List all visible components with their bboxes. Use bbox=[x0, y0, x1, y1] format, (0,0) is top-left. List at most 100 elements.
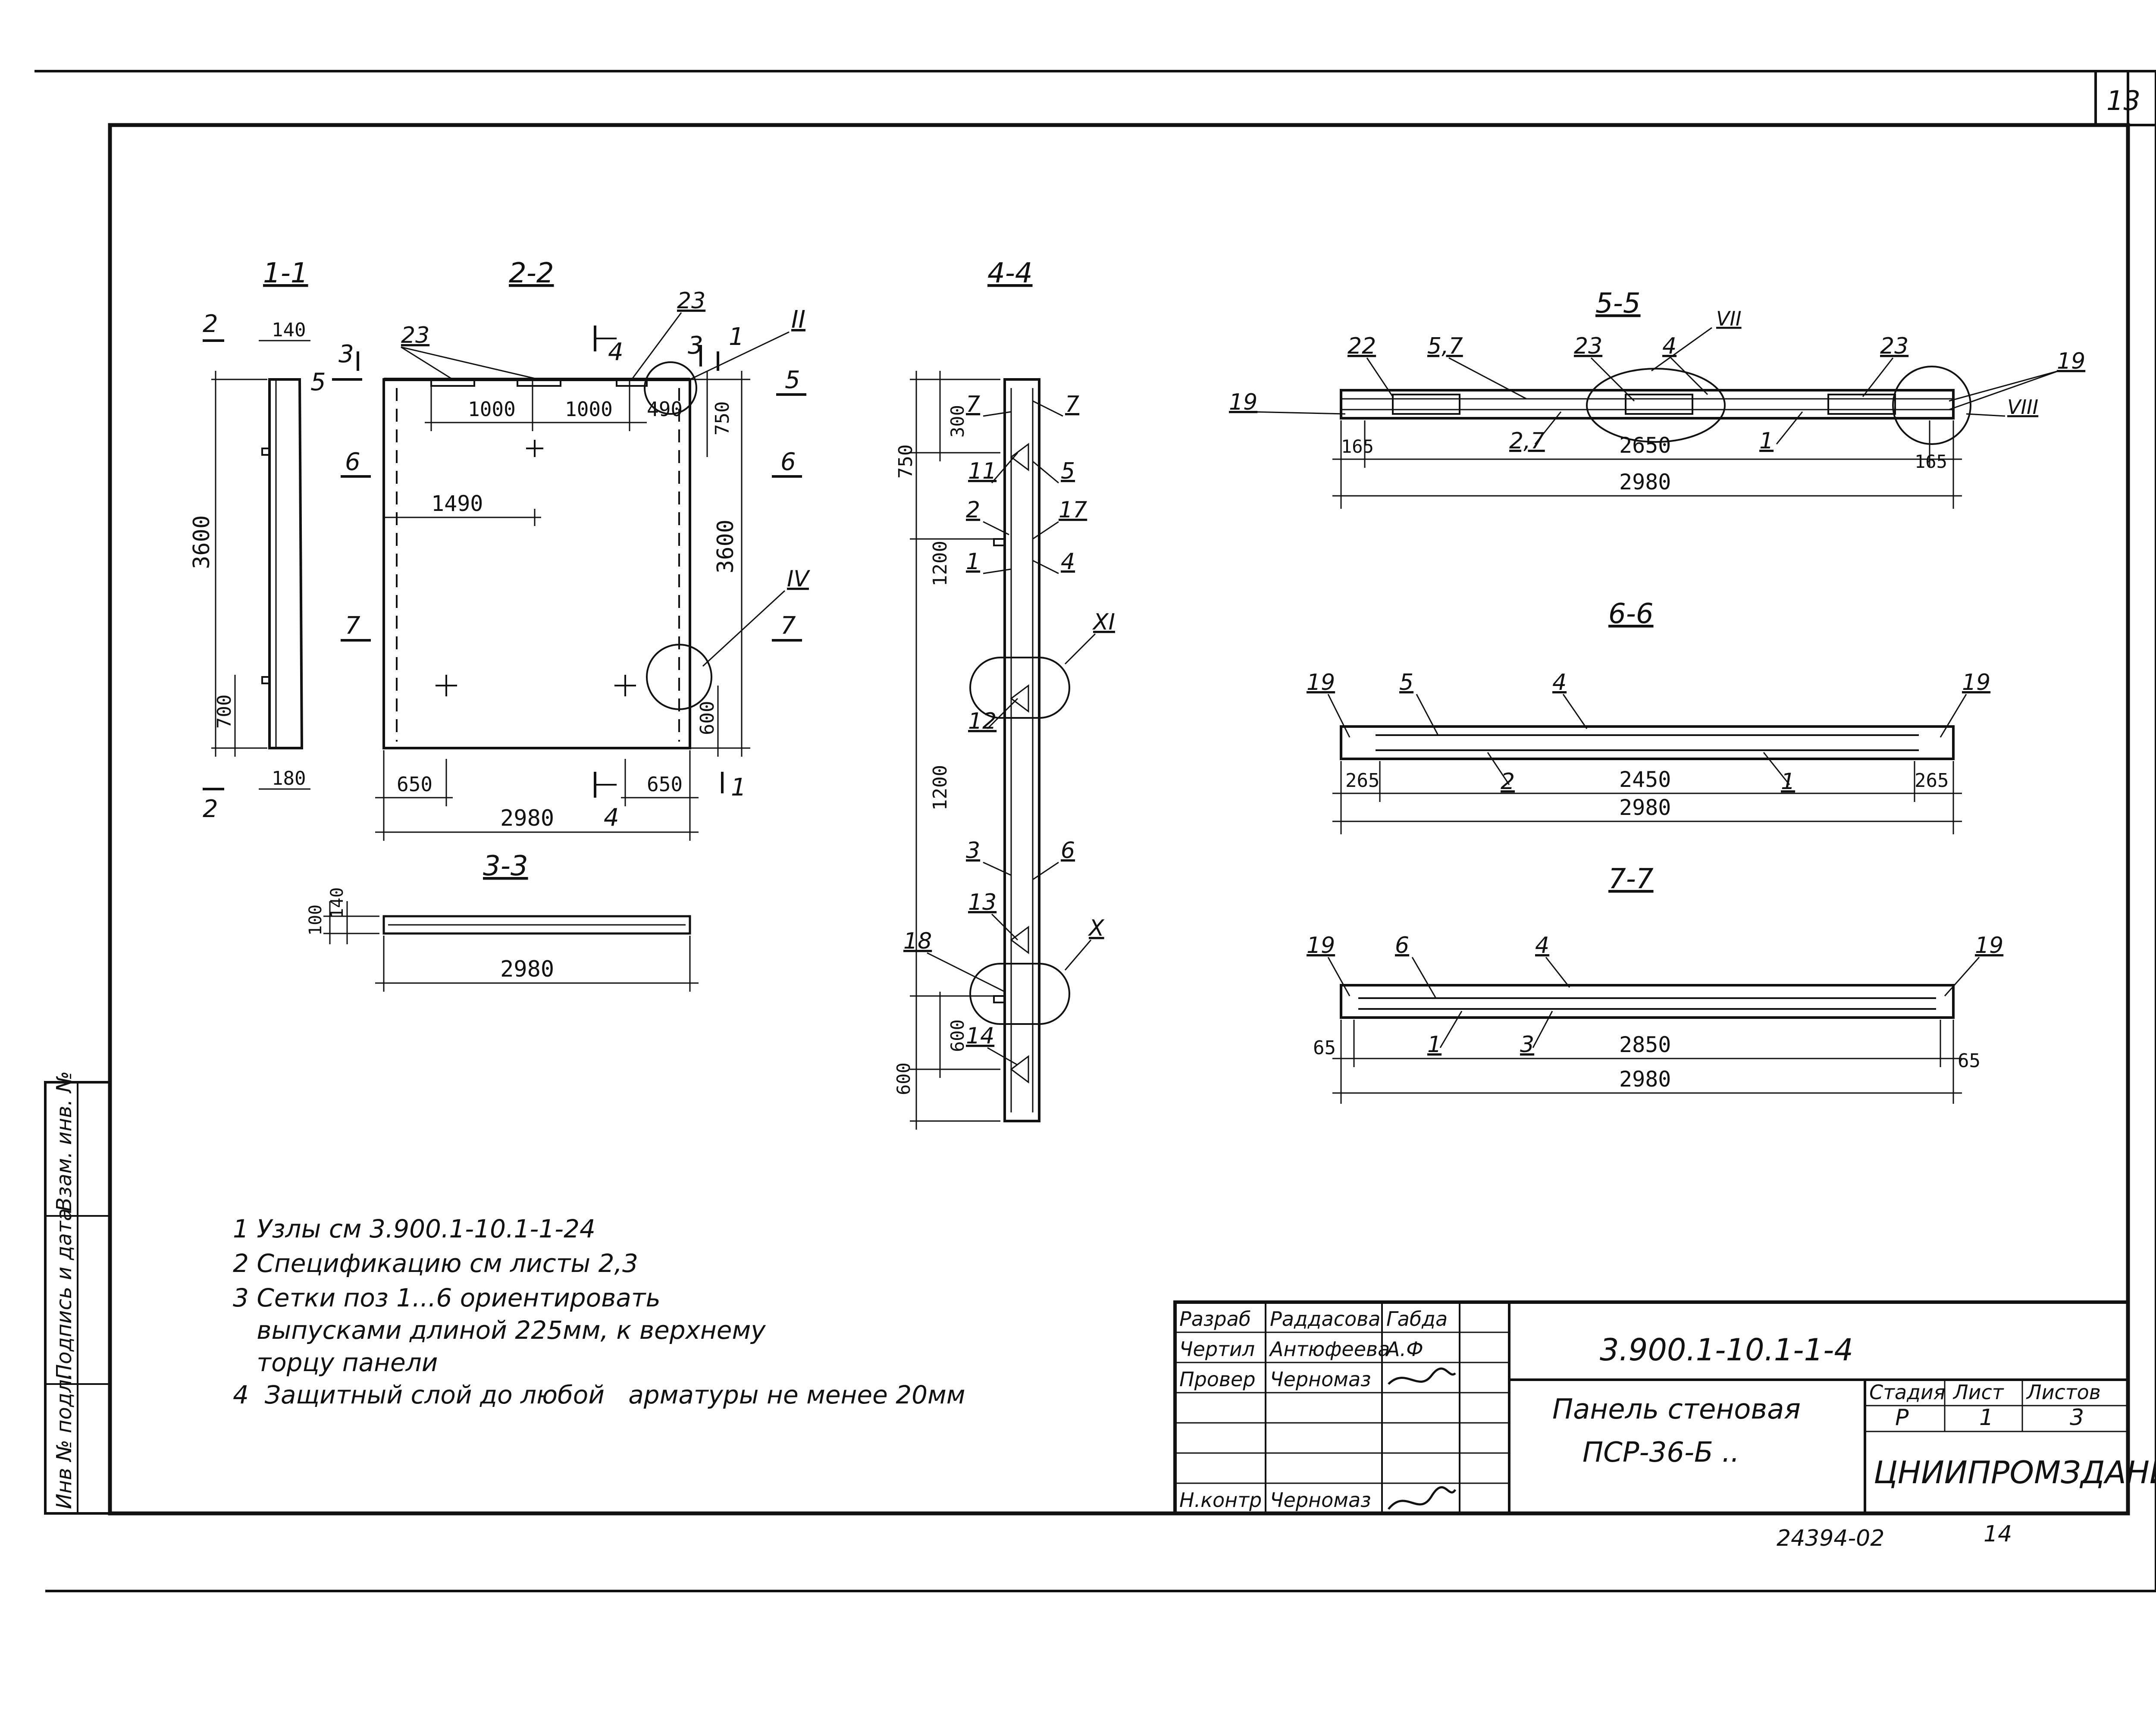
s77-dim-65-right: 65 bbox=[1958, 1050, 1981, 1072]
s44-pos11: 11 bbox=[968, 458, 997, 484]
s44-pos7-left: 7 bbox=[966, 392, 980, 417]
s22-cut1-top-label: 1 bbox=[729, 323, 744, 351]
tb-name: Антюфеева bbox=[1269, 1337, 1390, 1361]
s55-dim-165-left: 165 bbox=[1341, 436, 1374, 457]
s66-pos1: 1 bbox=[1781, 769, 1795, 795]
note-line: 3 Сетки поз 1...6 ориентировать bbox=[233, 1283, 661, 1312]
s22-cut7-left-label: 7 bbox=[345, 612, 360, 640]
section-4-4-title: 4-4 bbox=[987, 257, 1033, 289]
s55-pos23-left: 23 bbox=[1574, 333, 1602, 359]
s55-pos2-7: 2,7 bbox=[1509, 428, 1545, 454]
tb-sheets-header: Листов bbox=[2026, 1381, 2101, 1404]
s77-pos6: 6 bbox=[1395, 933, 1409, 958]
s44-pos4: 4 bbox=[1061, 549, 1075, 575]
s44-pos14: 14 bbox=[966, 1023, 994, 1049]
s22-dim-650-a: 650 bbox=[397, 773, 432, 796]
note-line: торцу панели bbox=[233, 1348, 438, 1377]
tb-item-line1: Панель стеновая bbox=[1552, 1394, 1801, 1425]
s66-pos4: 4 bbox=[1552, 670, 1567, 695]
s44-pos18: 18 bbox=[903, 928, 932, 954]
tb-role: Разраб bbox=[1179, 1307, 1251, 1331]
s11-small-height-dim: 700 bbox=[213, 695, 235, 729]
s44-pos5: 5 bbox=[1061, 458, 1075, 484]
s22-cut5-left-label: 5 bbox=[310, 368, 326, 396]
s66-dim-2450: 2450 bbox=[1619, 767, 1671, 792]
tb-organization: ЦНИИПРОМЗДАНИЙ bbox=[1874, 1454, 2156, 1491]
s44-pos6: 6 bbox=[1061, 838, 1075, 864]
s55-pos1: 1 bbox=[1759, 428, 1774, 454]
s22-dim-3600: 3600 bbox=[713, 520, 739, 573]
s55-pos4: 4 bbox=[1662, 333, 1677, 359]
s11-top-width-dim: 140 bbox=[272, 319, 306, 341]
section-2-2: 2-2 3 5 6 7 3 1 II 5 6 IV bbox=[310, 257, 810, 841]
bottom-archive-number: 24394-02 bbox=[1777, 1525, 1884, 1551]
section-3-3-title: 3-3 bbox=[483, 850, 528, 882]
bottom-page-number: 14 bbox=[1984, 1521, 2012, 1547]
tb-name: Черномаз bbox=[1270, 1368, 1371, 1391]
s55-dim-165-right: 165 bbox=[1915, 451, 1947, 472]
s44-pos17: 17 bbox=[1059, 497, 1087, 523]
s44-pos12: 12 bbox=[968, 708, 997, 734]
signature-mark bbox=[1388, 1486, 1457, 1510]
s66-pos5: 5 bbox=[1399, 670, 1413, 695]
s44-dim-300: 300 bbox=[947, 405, 968, 438]
corner-sheet-number: 13 bbox=[2106, 85, 2140, 116]
signature-mark bbox=[1388, 1367, 1456, 1385]
tb-sheets-value: 3 bbox=[2070, 1405, 2084, 1431]
section-7-7: 7-7 19 6 4 19 1 3 65 2850 65 2980 bbox=[1307, 863, 2003, 1104]
s66-pos19-left: 19 bbox=[1307, 670, 1335, 695]
tb-name: Черномаз bbox=[1270, 1488, 1371, 1512]
s22-cut3-label: 3 bbox=[338, 340, 354, 368]
tb-stage-value: Р bbox=[1895, 1405, 1909, 1431]
side-stamp-inv-no: Инв № подл. bbox=[52, 1373, 76, 1509]
s22-dim-490: 490 bbox=[647, 398, 683, 421]
s44-pos7-right: 7 bbox=[1065, 392, 1079, 417]
tb-signature: А.Ф bbox=[1385, 1337, 1423, 1361]
note-line: 4 Защитный слой до любой арматуры не мен… bbox=[233, 1380, 965, 1409]
s22-dim-1000-a: 1000 bbox=[468, 398, 516, 421]
s44-dim-750: 750 bbox=[895, 445, 917, 479]
general-notes: 1 Узлы см 3.900.1-10.1-1-24 2 Спецификац… bbox=[233, 1214, 965, 1409]
s22-cut6-left-label: 6 bbox=[345, 448, 360, 476]
s77-pos19-right: 19 bbox=[1975, 933, 2003, 958]
s22-dim-750: 750 bbox=[711, 401, 733, 435]
s77-pos4: 4 bbox=[1535, 933, 1549, 958]
s22-cut1-bottom-label: 1 bbox=[731, 774, 746, 802]
tb-name: Раддасова bbox=[1270, 1307, 1380, 1331]
section-2-2-title: 2-2 bbox=[509, 257, 554, 289]
s22-cut4-top-label: 4 bbox=[608, 338, 624, 366]
s44-dim-600-a: 600 bbox=[947, 1019, 968, 1052]
tb-signature: Габда bbox=[1386, 1307, 1448, 1331]
s77-pos19-left: 19 bbox=[1307, 933, 1335, 958]
s33-dim-2980: 2980 bbox=[500, 956, 554, 982]
s44-dim-1200-a: 1200 bbox=[929, 541, 951, 586]
tb-role: Провер bbox=[1179, 1368, 1256, 1391]
s22-cut6-right-label: 6 bbox=[780, 448, 796, 476]
s22-dim-600: 600 bbox=[696, 701, 718, 735]
side-stamp: Инв № подл. Подпись и дата Взам. инв. № bbox=[44, 1071, 111, 1515]
tb-doc-code: 3.900.1-10.1-1-4 bbox=[1600, 1332, 1853, 1368]
s22-cut4-bottom-label: 4 bbox=[604, 804, 619, 832]
side-stamp-replace-inv: Взам. инв. № bbox=[52, 1071, 76, 1212]
s11-height-dim: 3600 bbox=[189, 515, 215, 569]
s11-cut-top-label: 2 bbox=[203, 310, 218, 338]
section-6-6: 6-6 19 5 4 19 2 1 265 2450 265 2980 bbox=[1307, 598, 1990, 834]
s66-dim-2980: 2980 bbox=[1619, 795, 1671, 820]
s22-pos23-right-label: 23 bbox=[677, 288, 705, 314]
tb-item-line2: ПСР-36-Б .. bbox=[1583, 1437, 1739, 1469]
section-1-1: 1-1 3600 700 140 180 2 2 bbox=[189, 257, 310, 823]
tb-stage-header: Стадия bbox=[1869, 1381, 1945, 1404]
note-line: выпусками длиной 225мм, к верхнему bbox=[233, 1315, 766, 1345]
s55-pos22: 22 bbox=[1348, 333, 1376, 359]
s33-dim-100: 100 bbox=[306, 905, 326, 936]
section-5-5: 5-5 22 5,7 23 4 VII 23 19 19 VIII 2,7 1 bbox=[1229, 288, 2085, 509]
s55-pos23-right: 23 bbox=[1880, 333, 1908, 359]
s44-pos2: 2 bbox=[966, 497, 980, 523]
s22-dim-1490: 1490 bbox=[431, 491, 483, 516]
s55-pos19-left: 19 bbox=[1229, 389, 1257, 415]
s22-cut5-right-label: 5 bbox=[785, 366, 800, 394]
s22-dim-1000-b: 1000 bbox=[565, 398, 613, 421]
tb-role: Н.контр bbox=[1179, 1488, 1262, 1512]
section-7-7-title: 7-7 bbox=[1608, 863, 1654, 895]
